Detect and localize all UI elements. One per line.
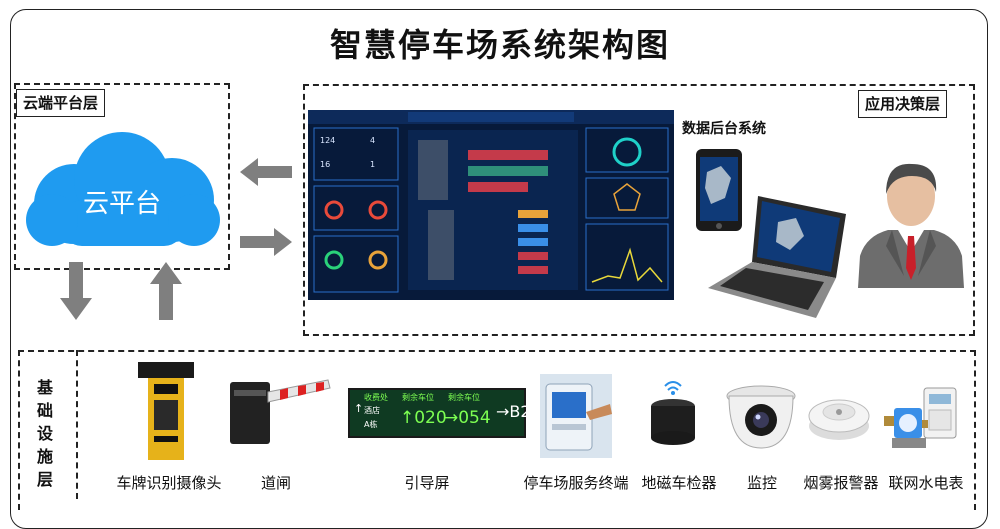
avatar [858,163,964,288]
geomagnetic-sensor-icon [651,381,695,445]
infra-layer-box [18,350,976,510]
device-label-smoke-alarm: 烟雾报警器 [803,474,879,492]
dashboard-stat: 124 [320,136,336,145]
cloud-layer-label: 云端平台层 [16,89,106,117]
guide-slot1-value: ↑020 [400,408,447,428]
guide-left-top: 收费处 [364,393,388,402]
smoke-alarm-icon [808,399,870,440]
infra-layer-divider [76,350,78,499]
arrow-left-icon [240,158,292,186]
device-label-barrier-gate: 道闸 [260,474,291,492]
guide-left-mid: 酒店 [364,406,380,415]
laptop-icon [708,196,846,318]
device-label-meter: 联网水电表 [888,474,964,492]
device-label-guide-screen: 引导屏 [404,474,450,492]
guide-left-bottom: A栋 [364,420,378,429]
arrow-down-icon [60,262,92,320]
arrow-right-icon [240,228,292,256]
service-terminal-icon [540,374,612,458]
guide-slot2-label: 剩余车位 [448,393,480,402]
barrier-gate-icon [230,379,331,444]
app-layer-box [303,84,975,336]
guide-slot2-value: →054 [444,408,491,428]
dashboard-stat: 1 [370,160,376,169]
guide-up-arrow: ↑ [354,402,364,415]
dashboard-stat: 4 [370,136,376,145]
device-label-surveillance: 监控 [746,474,777,492]
page-title: 智慧停车场系统架构图 [329,26,670,64]
app-layer-label: 应用决策层 [858,90,948,118]
device-label-geomagnetic-sensor: 地磁车检器 [641,474,717,492]
dashboard-stat: 16 [320,160,331,169]
device-label-service-terminal: 停车场服务终端 [523,474,629,492]
guide-screen: 收费处 ↑ 酒店 A栋 剩余车位 ↑020 剩余车位 →054 →B2 [348,388,531,438]
plate-camera-icon [138,362,194,460]
infra-layer-label: 基 础 设 施 层 [36,378,53,489]
cloud-icon [26,132,220,246]
meter-icon [884,387,957,448]
arrow-up-icon [150,262,182,320]
cloud-layer-box [14,83,230,270]
phone-icon [696,149,742,231]
guide-slot1-label: 剩余车位 [402,393,434,402]
dashboard-screen [308,110,674,300]
cloud-text: 云平台 [82,189,161,219]
surveillance-camera-icon [726,385,796,449]
backend-system-label: 数据后台系统 [682,121,766,137]
guide-right: →B2 [496,402,531,421]
device-label-plate-camera: 车牌识别摄像头 [116,474,222,492]
